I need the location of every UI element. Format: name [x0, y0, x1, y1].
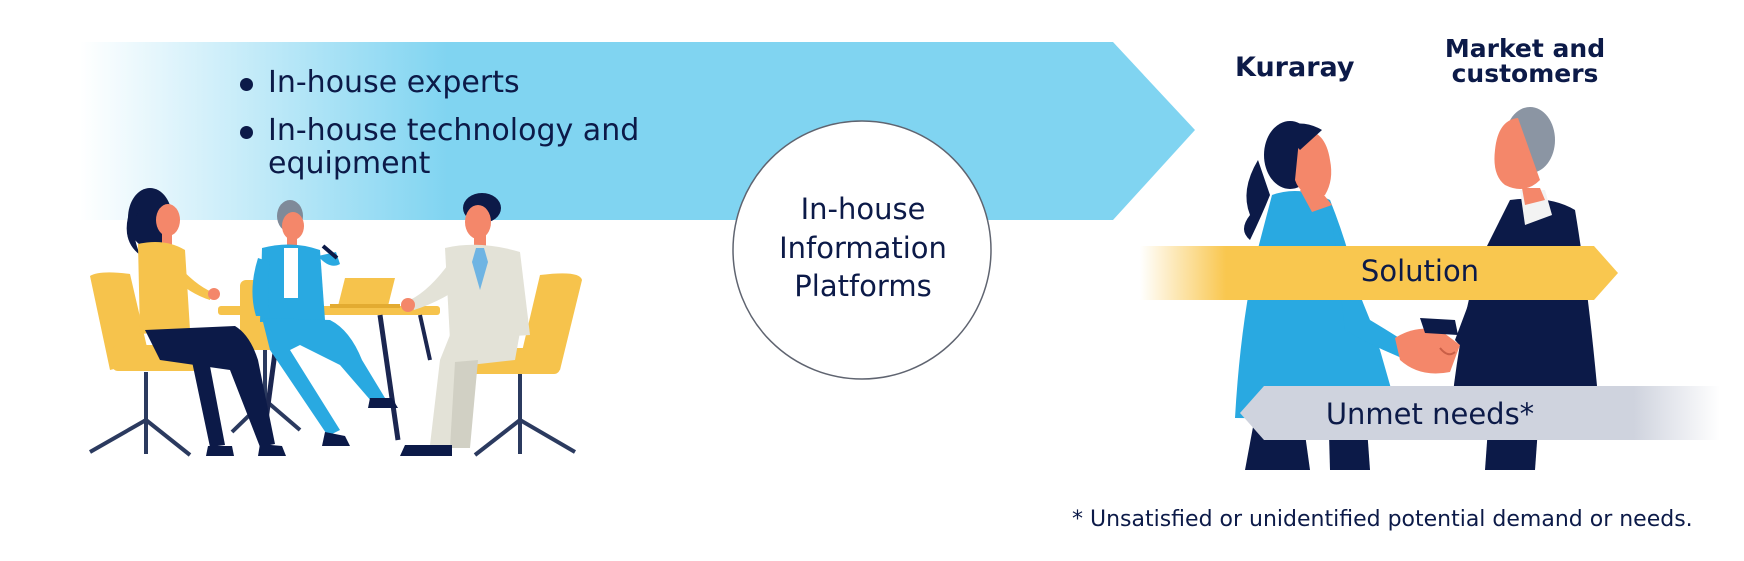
footnote: * Unsatisfied or unidentified potential …: [1072, 507, 1693, 532]
platform-line: In-house: [800, 192, 926, 226]
person-man-right: [400, 193, 530, 456]
bullet-dot: [240, 125, 253, 139]
platform-line: Platforms: [794, 269, 932, 304]
resource-list: In-house experts In-house technology and…: [238, 66, 728, 195]
platform-line: Information: [779, 230, 947, 265]
bullet-text: In-house technology and equipment: [268, 112, 640, 182]
handshake-hands: [1395, 318, 1460, 374]
kuraray-label: Kuraray: [1235, 52, 1355, 83]
chair-right: [470, 273, 582, 457]
market-label-line: customers: [1451, 59, 1599, 88]
bullet-dot: [240, 78, 253, 91]
person-woman-center: [252, 200, 398, 446]
platform-label: In-house Information Platforms: [733, 190, 993, 306]
market-customers-label: Market and customers: [1430, 36, 1620, 86]
solution-label: Solution: [1360, 254, 1480, 288]
solution-arrow: [1140, 246, 1618, 300]
chair-left: [89, 272, 202, 457]
unmet-needs-arrow: [1240, 386, 1720, 440]
list-item: In-house technology and equipment: [238, 112, 728, 182]
person-woman-left: [126, 188, 286, 456]
meeting-illustration: [89, 188, 582, 457]
bullet-text: In-house experts: [268, 65, 520, 100]
list-item: In-house experts: [238, 66, 728, 100]
market-label-line: Market and: [1444, 34, 1606, 63]
unmet-needs-label: Unmet needs*: [1325, 397, 1535, 431]
platform-circle: [732, 120, 992, 380]
